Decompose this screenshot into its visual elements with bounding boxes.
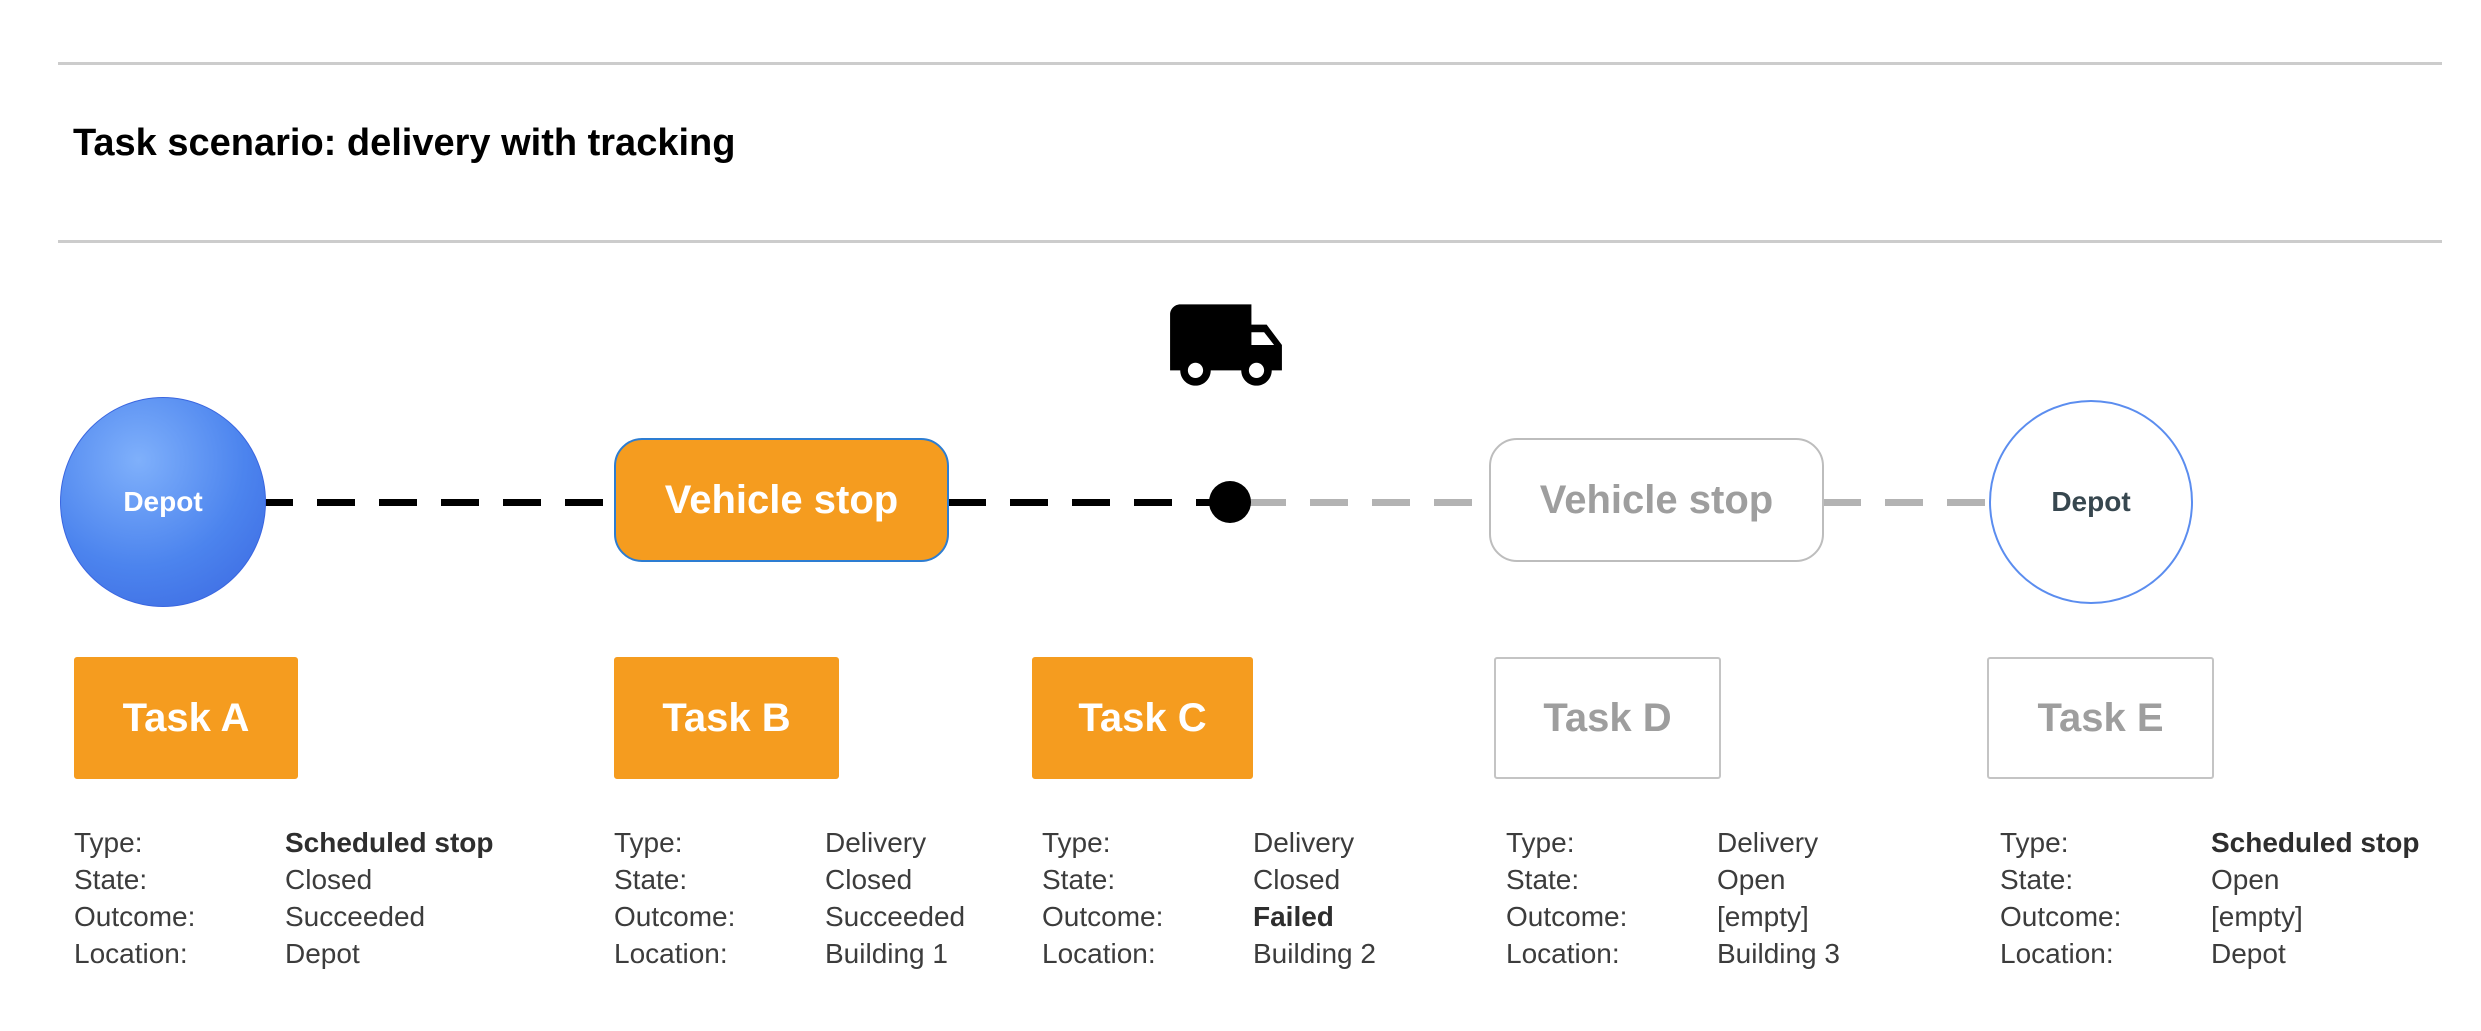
detail-value: Open bbox=[1717, 864, 1786, 895]
detail-label: Type: bbox=[74, 827, 143, 858]
detail-label: Location: bbox=[614, 938, 728, 969]
detail-row: State: Open bbox=[1506, 861, 1840, 898]
dashed-connector-remaining-2 bbox=[1823, 499, 1991, 506]
detail-value: [empty] bbox=[2211, 901, 2303, 932]
detail-value: Closed bbox=[285, 864, 373, 895]
detail-value: Building 1 bbox=[825, 938, 948, 969]
detail-row: Outcome: Succeeded bbox=[74, 898, 493, 935]
vehicle-stop-completed-node: Vehicle stop bbox=[614, 438, 949, 562]
detail-value: Succeeded bbox=[285, 901, 426, 932]
detail-value: Closed bbox=[825, 864, 913, 895]
detail-label: Type: bbox=[1506, 827, 1575, 858]
dashed-connector-remaining-1 bbox=[1248, 499, 1490, 506]
task-e-details: Type: Scheduled stop State: Open Outcome… bbox=[2000, 824, 2419, 972]
vehicle-stop-completed-label: Vehicle stop bbox=[664, 477, 899, 522]
current-position-dot bbox=[1209, 481, 1251, 523]
detail-value: Depot bbox=[285, 938, 360, 969]
detail-label: Outcome: bbox=[1042, 901, 1164, 932]
task-card-c: Task C bbox=[1032, 657, 1253, 779]
detail-label: Type: bbox=[1042, 827, 1111, 858]
vehicle-stop-pending-label: Vehicle stop bbox=[1539, 477, 1774, 522]
detail-value: Building 3 bbox=[1717, 938, 1840, 969]
detail-label: Location: bbox=[1506, 938, 1620, 969]
task-card-label: Task E bbox=[2037, 695, 2164, 740]
detail-value: Depot bbox=[2211, 938, 2286, 969]
detail-row: State: Closed bbox=[614, 861, 965, 898]
detail-label: Type: bbox=[614, 827, 683, 858]
detail-label: Location: bbox=[2000, 938, 2114, 969]
detail-label: State: bbox=[2000, 864, 2074, 895]
task-card-label: Task C bbox=[1078, 695, 1207, 740]
detail-row: Location: Building 1 bbox=[614, 935, 965, 972]
detail-value: Closed bbox=[1253, 864, 1341, 895]
task-b-details: Type: Delivery State: Closed Outcome: Su… bbox=[614, 824, 965, 972]
task-card-a: Task A bbox=[74, 657, 298, 779]
detail-value: Open bbox=[2211, 864, 2280, 895]
detail-label: State: bbox=[74, 864, 148, 895]
detail-row: Location: Building 2 bbox=[1042, 935, 1376, 972]
detail-row: Outcome: Failed bbox=[1042, 898, 1376, 935]
detail-value: Delivery bbox=[1253, 827, 1355, 858]
detail-row: Outcome: [empty] bbox=[2000, 898, 2419, 935]
dashed-connector-traveled-1 bbox=[255, 499, 615, 506]
detail-row: Outcome: [empty] bbox=[1506, 898, 1840, 935]
delivery-truck-icon bbox=[1146, 284, 1306, 406]
task-c-details: Type: Delivery State: Closed Outcome: Fa… bbox=[1042, 824, 1376, 972]
detail-label: Type: bbox=[2000, 827, 2069, 858]
detail-label: State: bbox=[614, 864, 688, 895]
detail-value: Delivery bbox=[825, 827, 927, 858]
detail-label: Outcome: bbox=[74, 901, 196, 932]
detail-value: [empty] bbox=[1717, 901, 1809, 932]
detail-value: Building 2 bbox=[1253, 938, 1376, 969]
detail-label: Location: bbox=[74, 938, 188, 969]
detail-row: Outcome: Succeeded bbox=[614, 898, 965, 935]
detail-row: Type: Delivery bbox=[614, 824, 965, 861]
detail-row: State: Open bbox=[2000, 861, 2419, 898]
task-card-b: Task B bbox=[614, 657, 839, 779]
detail-label: State: bbox=[1042, 864, 1116, 895]
detail-value: Failed bbox=[1253, 901, 1334, 932]
vehicle-stop-pending-node: Vehicle stop bbox=[1489, 438, 1824, 562]
detail-value: Delivery bbox=[1717, 827, 1819, 858]
task-card-label: Task B bbox=[662, 695, 791, 740]
detail-row: Type: Delivery bbox=[1042, 824, 1376, 861]
depot-end-node: Depot bbox=[1989, 400, 2193, 604]
detail-value: Scheduled stop bbox=[285, 827, 494, 858]
task-card-label: Task D bbox=[1543, 695, 1672, 740]
top-divider bbox=[58, 62, 2442, 65]
depot-end-label: Depot bbox=[2051, 486, 2131, 517]
detail-label: State: bbox=[1506, 864, 1580, 895]
detail-row: Type: Scheduled stop bbox=[74, 824, 493, 861]
detail-row: Location: Depot bbox=[74, 935, 493, 972]
depot-start-label: Depot bbox=[123, 486, 203, 517]
detail-row: Type: Scheduled stop bbox=[2000, 824, 2419, 861]
detail-row: Location: Depot bbox=[2000, 935, 2419, 972]
task-card-e: Task E bbox=[1987, 657, 2214, 779]
page-title: Task scenario: delivery with tracking bbox=[73, 122, 736, 164]
task-card-d: Task D bbox=[1494, 657, 1721, 779]
task-d-details: Type: Delivery State: Open Outcome: [emp… bbox=[1506, 824, 1840, 972]
detail-label: Outcome: bbox=[2000, 901, 2122, 932]
detail-row: Type: Delivery bbox=[1506, 824, 1840, 861]
detail-row: Location: Building 3 bbox=[1506, 935, 1840, 972]
task-card-label: Task A bbox=[122, 695, 250, 740]
task-a-details: Type: Scheduled stop State: Closed Outco… bbox=[74, 824, 493, 972]
dashed-connector-traveled-2 bbox=[948, 499, 1216, 506]
detail-value: Scheduled stop bbox=[2211, 827, 2420, 858]
detail-label: Location: bbox=[1042, 938, 1156, 969]
depot-start-node: Depot bbox=[60, 397, 266, 607]
detail-label: Outcome: bbox=[1506, 901, 1628, 932]
detail-label: Outcome: bbox=[614, 901, 736, 932]
header-divider bbox=[58, 240, 2442, 243]
detail-row: State: Closed bbox=[1042, 861, 1376, 898]
detail-value: Succeeded bbox=[825, 901, 966, 932]
detail-row: State: Closed bbox=[74, 861, 493, 898]
